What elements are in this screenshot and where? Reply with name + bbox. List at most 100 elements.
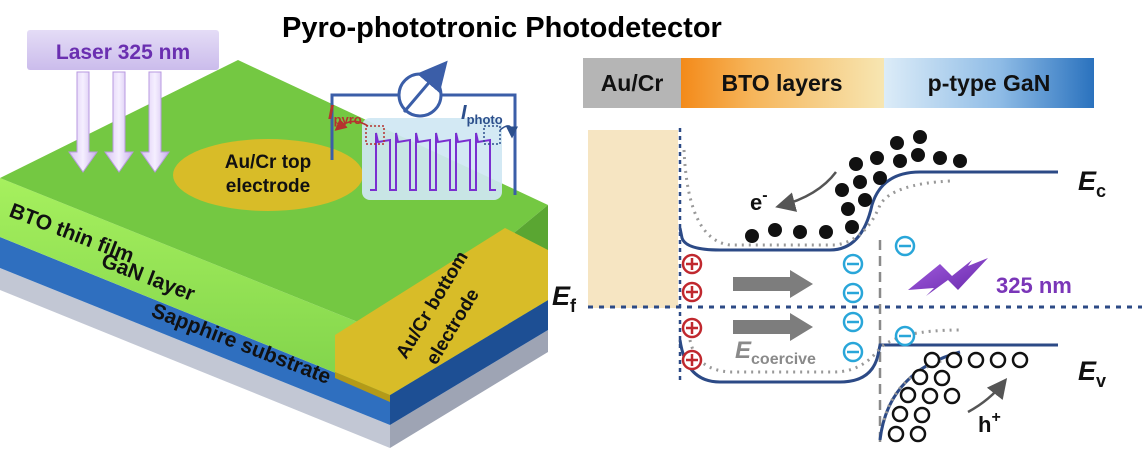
measurement-circuit: Ipyro Iphoto bbox=[328, 60, 518, 200]
negative-charge bbox=[842, 282, 864, 304]
band-diagram: Au/Cr BTO layers p-type GaN Ef Ec Ev bbox=[552, 58, 1142, 445]
laser-box bbox=[27, 30, 219, 70]
positive-charges bbox=[681, 253, 703, 371]
ef-sub: f bbox=[570, 296, 577, 316]
circuit-wire-right bbox=[442, 93, 517, 195]
electron bbox=[858, 193, 872, 207]
bottom-electrode-edge bbox=[335, 372, 390, 402]
electron-sup: - bbox=[762, 187, 767, 204]
substrate-front bbox=[0, 268, 390, 448]
negative-charges bbox=[842, 235, 916, 363]
coercive-field-label: Ecoercive bbox=[735, 337, 816, 368]
positive-charge bbox=[681, 349, 703, 371]
electron bbox=[835, 183, 849, 197]
hole bbox=[891, 405, 909, 423]
electron bbox=[893, 154, 907, 168]
top-electrode-label-2: electrode bbox=[226, 176, 310, 197]
hole bbox=[921, 387, 939, 405]
device-schematic: Au/Cr top electrode BTO thin film GaN la… bbox=[0, 30, 548, 448]
hole-drift-arrow bbox=[967, 378, 1008, 414]
current-trace-panel bbox=[362, 118, 502, 200]
negative-charge bbox=[842, 341, 864, 363]
electron bbox=[870, 151, 884, 165]
ammeter-needle bbox=[402, 60, 448, 113]
p-gan-header-bar bbox=[884, 58, 1094, 108]
top-electrode bbox=[173, 139, 363, 211]
metal-region bbox=[588, 130, 678, 308]
field-arrow-upper bbox=[733, 270, 813, 298]
circuit-wire-left bbox=[330, 93, 398, 160]
electron bbox=[768, 223, 782, 237]
hole bbox=[923, 351, 941, 369]
ecoercive-main: E bbox=[735, 337, 752, 364]
conduction-band bbox=[678, 170, 1058, 252]
electron bbox=[933, 151, 947, 165]
fermi-level-label: Ef bbox=[552, 281, 577, 316]
hole bbox=[1011, 351, 1029, 369]
hole bbox=[909, 425, 927, 443]
electron-label: e- bbox=[750, 187, 768, 215]
photo-plateau-highlight bbox=[483, 125, 501, 145]
i-pyro-sub: pyro bbox=[334, 112, 362, 127]
electron bbox=[793, 225, 807, 239]
positive-charge bbox=[681, 281, 703, 303]
bto-layers-header-bar bbox=[681, 58, 884, 108]
electron-main: e bbox=[750, 190, 762, 215]
valence-band-bend bbox=[878, 350, 961, 441]
gan-layer-right bbox=[390, 300, 548, 425]
ec-sub: c bbox=[1096, 181, 1106, 201]
bottom-electrode bbox=[335, 228, 548, 395]
figure-title: Pyro-phototronic Photodetector bbox=[282, 12, 722, 44]
laser-label: Laser 325 nm bbox=[56, 41, 190, 64]
ef-main: E bbox=[552, 281, 571, 311]
electron bbox=[841, 202, 855, 216]
laser-beam-2 bbox=[104, 71, 134, 173]
hole bbox=[967, 351, 985, 369]
i-photo-sub: photo bbox=[467, 112, 503, 127]
p-gan-header-label: p-type GaN bbox=[928, 70, 1051, 96]
electron bbox=[953, 154, 967, 168]
valence-band-dotted bbox=[688, 328, 961, 374]
lightning-bolt-icon bbox=[908, 258, 988, 296]
hole bbox=[933, 369, 951, 387]
gan-layer-front bbox=[0, 237, 390, 425]
negative-charge bbox=[894, 325, 916, 347]
field-arrow-lower bbox=[733, 313, 813, 341]
hole-cluster bbox=[887, 351, 1029, 443]
positive-charge bbox=[681, 253, 703, 275]
electron bbox=[849, 157, 863, 171]
pyro-arrow bbox=[334, 118, 369, 131]
electron bbox=[845, 220, 859, 234]
bto-layer-front bbox=[0, 178, 390, 395]
electron bbox=[819, 225, 833, 239]
hole bbox=[943, 387, 961, 405]
ec-label: Ec bbox=[1078, 166, 1106, 201]
negative-charge bbox=[894, 235, 916, 257]
bto-layers-header-label: BTO layers bbox=[721, 70, 842, 96]
negative-charge bbox=[842, 311, 864, 333]
photo-arrow bbox=[499, 125, 518, 139]
hole bbox=[989, 351, 1007, 369]
electron-cluster bbox=[745, 130, 967, 243]
wavelength-label: 325 nm bbox=[996, 273, 1072, 298]
au-cr-header-bar bbox=[583, 58, 681, 108]
hole-sup: + bbox=[991, 409, 1000, 426]
top-electrode-label-1: Au/Cr top bbox=[225, 152, 312, 173]
substrate-right bbox=[390, 330, 548, 448]
electron bbox=[853, 175, 867, 189]
hole bbox=[945, 351, 963, 369]
hole bbox=[899, 386, 917, 404]
i-photo-main: I bbox=[461, 102, 467, 124]
ev-label: Ev bbox=[1078, 356, 1106, 391]
electron bbox=[745, 229, 759, 243]
electron-drift-arrow bbox=[775, 171, 837, 212]
ec-main: E bbox=[1078, 166, 1097, 196]
hole-main: h bbox=[978, 412, 991, 437]
ev-sub: v bbox=[1096, 371, 1106, 391]
hole bbox=[911, 368, 929, 386]
hole bbox=[887, 425, 905, 443]
pyro-peak-highlight bbox=[365, 125, 385, 145]
au-cr-header-label: Au/Cr bbox=[601, 70, 664, 96]
laser-beams bbox=[68, 71, 170, 173]
